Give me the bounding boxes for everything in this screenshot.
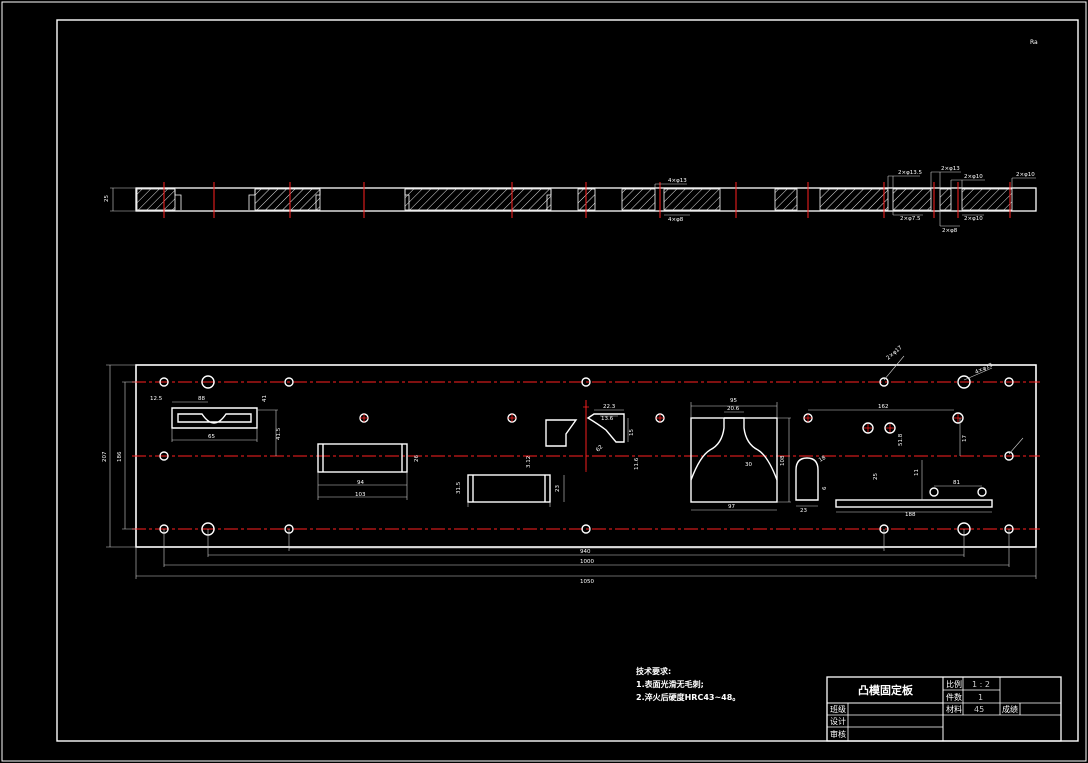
section-thickness-label: 25 [104, 195, 110, 202]
dim-6: 94 [357, 480, 364, 486]
corner-mark: Ra [1030, 39, 1038, 46]
dim-13: 13.6 [601, 416, 614, 422]
inner-width: 186 [117, 451, 123, 462]
dim-18: 30 [745, 462, 752, 468]
callout-5: 2×φ13 [941, 166, 960, 172]
qty-label: 件数 [946, 692, 962, 702]
dim-27: 11 [914, 469, 920, 476]
callout-2: 4×φ8 [668, 217, 684, 223]
dim-21: 108 [780, 455, 786, 466]
dim-7: 103 [355, 492, 366, 498]
callout-8: 2×φ10 [964, 216, 983, 222]
dim-30: 18 [818, 455, 827, 464]
callout-4: 2×φ7.5 [900, 216, 921, 222]
callout-1: 4×φ13 [668, 178, 687, 184]
dim-2: 65 [208, 434, 215, 440]
hole-span-2: 940 [580, 549, 591, 555]
dim-17: 20.6 [727, 406, 740, 412]
dim-4: 41.5 [276, 427, 282, 440]
notes-heading: 技术要求: [636, 666, 671, 676]
design-label: 设计 [830, 716, 846, 726]
dim-12: 62 [595, 444, 604, 453]
overall-length: 1050 [580, 579, 594, 585]
notes-line-1: 1.表面光滑无毛刺; [636, 679, 704, 689]
title-block [826, 676, 1062, 742]
check-label: 审核 [830, 729, 846, 739]
dim-19: 23 [800, 508, 807, 514]
inner-frame [56, 19, 1079, 742]
dim-1: 88 [198, 396, 205, 402]
dim-15: 11.6 [634, 457, 640, 470]
drawn-label: 班级 [830, 704, 846, 714]
score-label: 成绩 [1002, 704, 1018, 714]
dim-24: 17 [962, 435, 968, 442]
dim-11: 22.3 [603, 404, 616, 410]
callout-3: 2×φ13.5 [898, 170, 922, 176]
hole-span-1: 1000 [580, 559, 594, 565]
dim-25: 188 [905, 512, 916, 518]
material-label: 材料 [946, 704, 962, 714]
dim-20: 97 [728, 504, 735, 510]
dim-8: 23 [555, 485, 561, 492]
technical-notes: 技术要求: 1.表面光滑无毛刺; 2.淬火后硬度HRC43~48。 [636, 666, 740, 702]
section-view: 25 4×φ13 4×φ8 2×φ13.5 2×φ7.5 2×φ13 2×φ8 … [104, 166, 1037, 234]
callout-9: 2×φ10 [1016, 172, 1035, 178]
dim-3: 41 [262, 395, 268, 402]
dim-5: 26 [414, 455, 420, 462]
dim-0: 12.5 [150, 396, 163, 402]
callout-6: 2×φ8 [942, 228, 958, 234]
dim-28: 25 [873, 473, 879, 480]
dim-23: 51.8 [898, 433, 904, 446]
qty-value: 1 [978, 693, 983, 702]
material-value: 45 [974, 705, 984, 714]
overall-width: 207 [102, 451, 108, 462]
dim-10: 3.12 [526, 456, 532, 468]
callout-7: 2×φ10 [964, 174, 983, 180]
dim-9: 31.5 [456, 481, 462, 494]
scale-label: 比例 [946, 679, 962, 689]
dim-29: 6 [822, 486, 828, 490]
dim-26: 81 [953, 480, 960, 486]
scale-value: 1 : 2 [972, 680, 990, 689]
part-name: 凸模固定板 [858, 683, 914, 697]
dim-14: 15 [629, 429, 635, 436]
plan-view: 1050 1000 940 207 186 12.5 88 65 41 41.5… [102, 345, 1040, 585]
notes-line-2: 2.淬火后硬度HRC43~48。 [636, 692, 740, 702]
dim-16: 95 [730, 398, 737, 404]
dim-22: 162 [878, 404, 889, 410]
